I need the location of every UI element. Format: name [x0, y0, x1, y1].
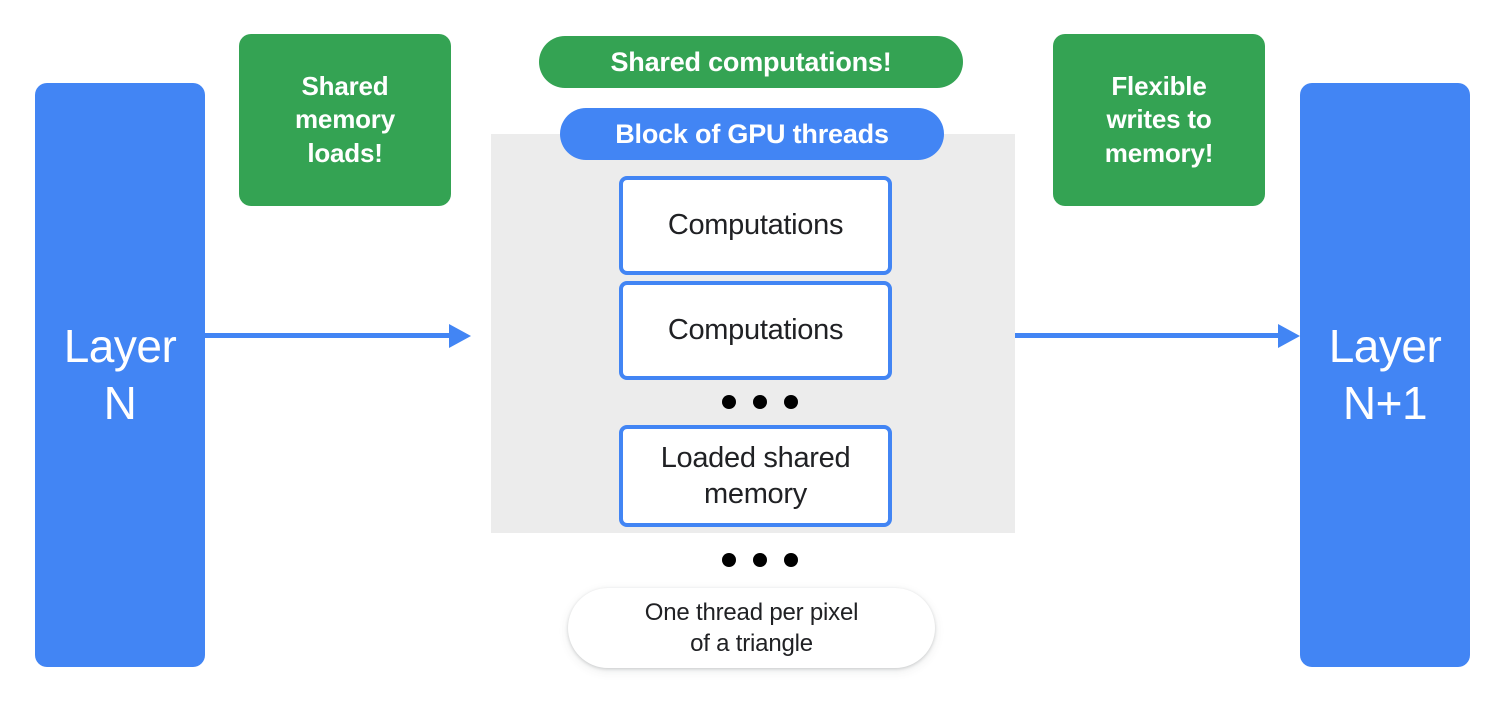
callout-flexible-writes-label: Flexible writes to memory! [1104, 71, 1214, 168]
arrow-shaft [205, 333, 451, 338]
callout-shared-memory-loads-label: Shared memory loads! [295, 71, 395, 168]
layer-n-plus-1-block: Layer N+1 [1300, 83, 1470, 667]
arrow-layer-n-to-block-icon [205, 324, 471, 348]
layer-n-plus-1-label: Layer N+1 [1328, 319, 1442, 430]
pill-shared-computations: Shared computations! [539, 36, 963, 88]
thread-box-computations-2-label: Computations [667, 314, 844, 347]
dot-icon [722, 395, 736, 409]
dot-icon [784, 553, 798, 567]
dot-icon [753, 553, 767, 567]
pill-shared-computations-label: Shared computations! [610, 46, 892, 77]
thread-box-loaded-shared-memory-label: Loaded shared memory [660, 441, 851, 510]
dot-icon [753, 395, 767, 409]
dot-icon [784, 395, 798, 409]
thread-box-computations-2: Computations [619, 281, 892, 380]
ellipsis-inside-block-icon [722, 395, 798, 409]
arrow-block-to-layer-n1-icon [1015, 324, 1300, 348]
layer-n-label: Layer N [63, 319, 177, 430]
arrow-shaft [1015, 333, 1280, 338]
thread-box-computations-1: Computations [619, 176, 892, 275]
note-one-thread-per-pixel-label: One thread per pixel of a triangle [644, 598, 859, 657]
pill-block-of-gpu-threads: Block of GPU threads [560, 108, 944, 160]
arrow-head [1278, 324, 1300, 348]
thread-box-loaded-shared-memory: Loaded shared memory [619, 425, 892, 527]
layer-n-block: Layer N [35, 83, 205, 667]
arrow-head [449, 324, 471, 348]
callout-shared-memory-loads: Shared memory loads! [239, 34, 451, 206]
pill-block-of-gpu-threads-label: Block of GPU threads [615, 118, 889, 149]
callout-flexible-writes: Flexible writes to memory! [1053, 34, 1265, 206]
note-one-thread-per-pixel: One thread per pixel of a triangle [568, 588, 935, 668]
dot-icon [722, 553, 736, 567]
ellipsis-below-block-icon [722, 553, 798, 567]
thread-box-computations-1-label: Computations [667, 209, 844, 242]
